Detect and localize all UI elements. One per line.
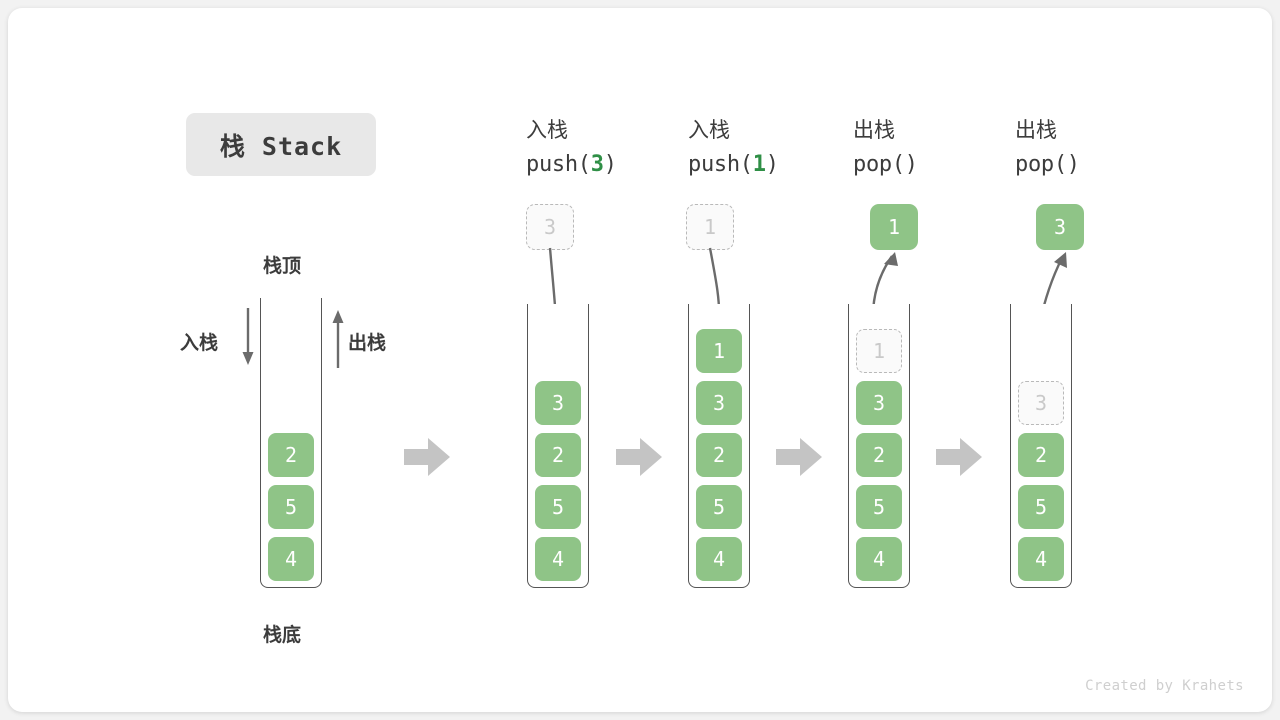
sequence-arrow-icon xyxy=(616,438,662,476)
stack-top-label: 栈顶 xyxy=(263,256,302,277)
heading-code: pop() xyxy=(1015,151,1080,177)
watermark: Created by Krahets xyxy=(1085,678,1244,694)
stack-cell: 3 xyxy=(856,381,902,425)
column-heading-push-3: 入栈 push(3) xyxy=(526,115,696,182)
sequence-arrow-icon xyxy=(936,438,982,476)
stack-cell: 2 xyxy=(856,433,902,477)
page-title: 栈 Stack xyxy=(186,113,376,176)
pop-up-arrow-icon xyxy=(332,310,344,368)
stack-cell: 2 xyxy=(1018,433,1064,477)
stack-cell: 5 xyxy=(856,485,902,529)
heading-code: push(3) xyxy=(526,151,617,177)
stack-cell: 3 xyxy=(696,381,742,425)
stack-cell: 5 xyxy=(696,485,742,529)
sequence-arrow-icon xyxy=(776,438,822,476)
stack-cell: 3 xyxy=(535,381,581,425)
stack-cell: 2 xyxy=(535,433,581,477)
column-push-3: 3 2 5 4 xyxy=(527,304,589,588)
stack-cell: 4 xyxy=(856,537,902,581)
column-push-1: 1 3 2 5 4 xyxy=(688,304,750,588)
push-direction-label: 入栈 xyxy=(180,333,219,354)
stack-cell: 1 xyxy=(696,329,742,373)
heading-cn: 入栈 xyxy=(688,119,730,142)
stack-cell: 5 xyxy=(1018,485,1064,529)
stack-bottom-label: 栈底 xyxy=(263,625,302,646)
stack-cell: 2 xyxy=(268,433,314,477)
stack-cell: 4 xyxy=(1018,537,1064,581)
heading-cn: 入栈 xyxy=(526,119,568,142)
stack-cell-ghost: 1 xyxy=(856,329,902,373)
stack-cell: 5 xyxy=(268,485,314,529)
diagram-card: 栈 Stack 2 5 4 栈顶 栈底 入栈 出栈 入栈 push(3) 3 3… xyxy=(8,8,1272,712)
column-pop-1: 1 3 2 5 4 xyxy=(848,304,910,588)
sequence-arrow-icon xyxy=(404,438,450,476)
pop-direction-label: 出栈 xyxy=(348,333,387,354)
column-heading-push-1: 入栈 push(1) xyxy=(688,115,858,182)
incoming-value-box: 3 xyxy=(526,204,574,250)
incoming-value-box: 1 xyxy=(686,204,734,250)
stack-cell: 4 xyxy=(696,537,742,581)
push-down-arrow-icon xyxy=(242,308,254,365)
column-heading-pop-3: 出栈 pop() xyxy=(1015,115,1185,182)
heading-code: pop() xyxy=(853,151,918,177)
column-heading-pop-1: 出栈 pop() xyxy=(853,115,1023,182)
stack-cell-ghost: 3 xyxy=(1018,381,1064,425)
heading-cn: 出栈 xyxy=(853,119,895,142)
stack-cell: 2 xyxy=(696,433,742,477)
column-pop-3: 3 2 5 4 xyxy=(1010,304,1072,588)
column-initial: 2 5 4 xyxy=(260,298,322,588)
popped-value-box: 1 xyxy=(870,204,918,250)
stack-cell: 4 xyxy=(535,537,581,581)
popped-value-box: 3 xyxy=(1036,204,1084,250)
stack-cell: 4 xyxy=(268,537,314,581)
heading-code: push(1) xyxy=(688,151,779,177)
stack-cell: 5 xyxy=(535,485,581,529)
heading-cn: 出栈 xyxy=(1015,119,1057,142)
